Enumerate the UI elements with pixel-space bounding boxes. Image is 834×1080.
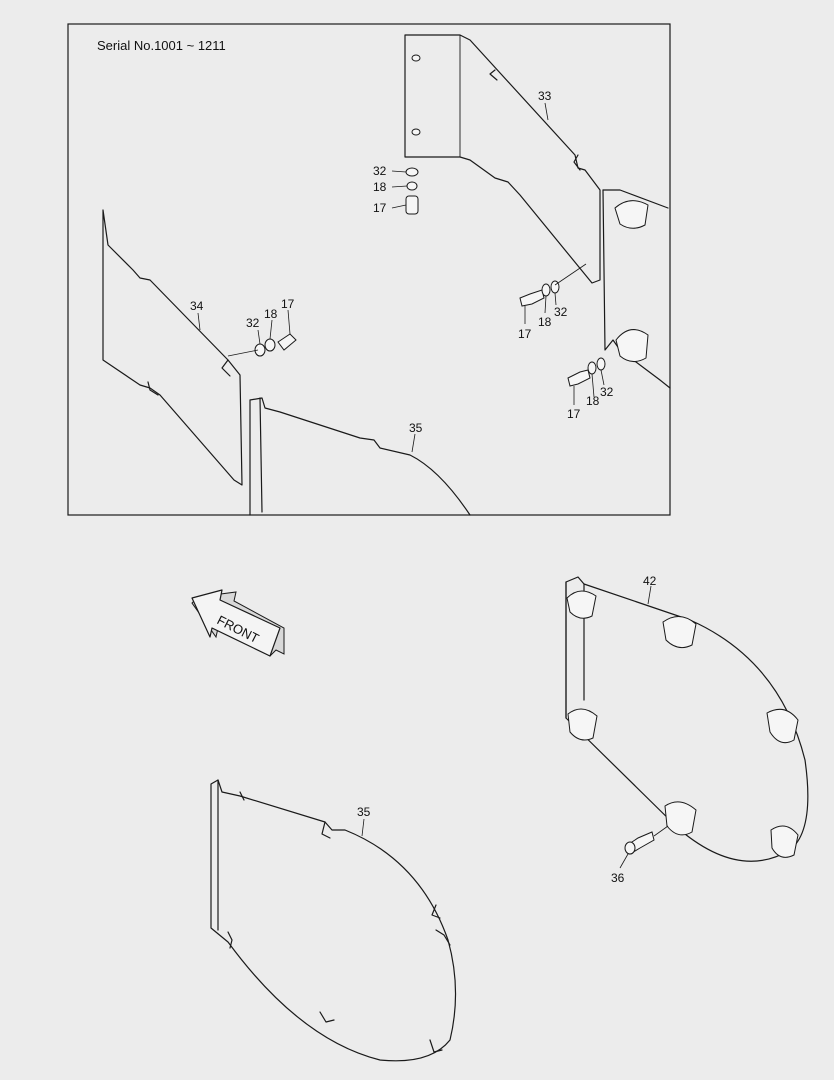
inset-right-plate [602, 189, 671, 389]
part-33-bracket [404, 34, 601, 284]
callout-18-right-mid: 18 [538, 315, 552, 329]
callout-33: 33 [538, 89, 552, 103]
part-34-bracket [102, 209, 243, 486]
callout-34: 34 [190, 299, 204, 313]
callout-32-left: 32 [246, 316, 260, 330]
callout-17-left: 17 [281, 297, 295, 311]
callout-36: 36 [611, 871, 625, 885]
callout-35-inset: 35 [409, 421, 423, 435]
hardware-stack-right-mid [519, 280, 560, 307]
callout-32-top: 32 [373, 164, 387, 178]
part-42-cover: 42 [565, 574, 809, 862]
callout-32-right-low: 32 [600, 385, 614, 399]
callout-17-right-mid: 17 [518, 327, 532, 341]
front-direction-arrow: FRONT [191, 589, 285, 657]
part-35-inset-plate [249, 397, 471, 516]
callout-17-top: 17 [373, 201, 387, 215]
callout-35-lower: 35 [357, 805, 371, 819]
serial-number-label: Serial No.1001 ~ 1211 [97, 38, 226, 53]
callout-18-right-low: 18 [586, 394, 600, 408]
hardware-stack-left [254, 333, 297, 357]
callout-17-right-low: 17 [567, 407, 581, 421]
inset-content: 33 32 18 17 34 32 18 17 35 17 18 32 17 1… [102, 34, 671, 516]
callout-18-top: 18 [373, 180, 387, 194]
callout-32-right-mid: 32 [554, 305, 568, 319]
part-35-lower-plate: 35 [210, 779, 457, 1062]
inset-leader-lines [197, 102, 605, 453]
part-36-bolt: 36 [611, 825, 669, 885]
hardware-stack-right-low [567, 357, 606, 387]
callout-18-left: 18 [264, 307, 278, 321]
callout-42: 42 [643, 574, 657, 588]
inset-frame [67, 23, 671, 516]
